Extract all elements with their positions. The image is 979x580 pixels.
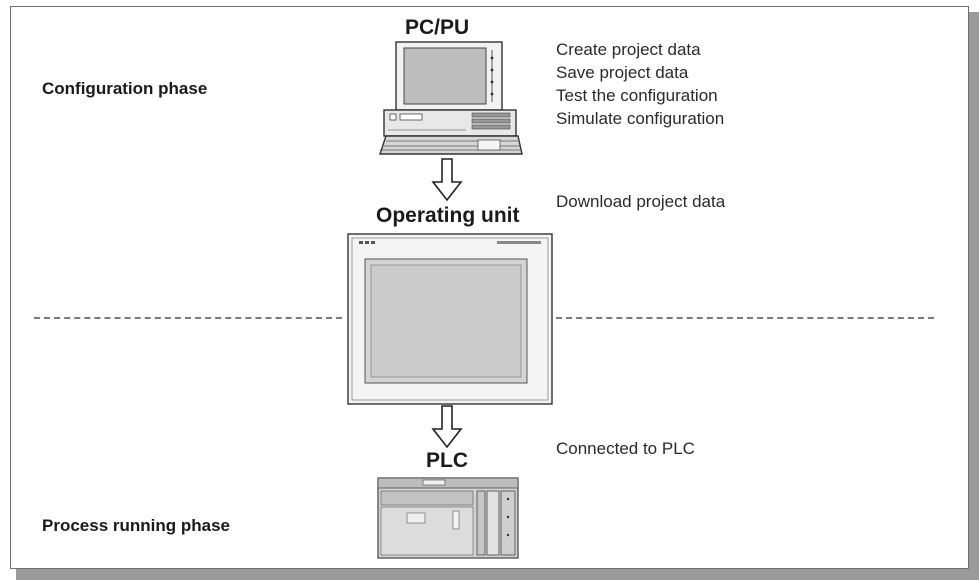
- config-task-list: Create project data Save project data Te…: [556, 38, 724, 130]
- plc-heading: PLC: [426, 449, 468, 472]
- pc-icon: [379, 41, 523, 155]
- phase-divider-left: [34, 317, 342, 319]
- download-note: Download project data: [556, 192, 726, 211]
- connected-note: Connected to PLC: [556, 439, 695, 458]
- operating-panel-icon: [347, 233, 553, 405]
- configuration-phase-label: Configuration phase: [42, 79, 208, 98]
- config-task-item: Simulate configuration: [556, 109, 725, 128]
- phase-divider-right: [556, 317, 934, 319]
- operating-unit-heading: Operating unit: [376, 204, 520, 227]
- process-running-phase-label: Process running phase: [42, 516, 230, 535]
- plc-icon: [377, 477, 519, 559]
- down-arrow-icon: [431, 405, 463, 449]
- pcpu-heading: PC/PU: [405, 16, 470, 39]
- config-task-item: Test the configuration: [556, 86, 718, 105]
- down-arrow-icon: [431, 158, 463, 202]
- config-task-item: Save project data: [556, 63, 689, 82]
- config-task-item: Create project data: [556, 40, 701, 59]
